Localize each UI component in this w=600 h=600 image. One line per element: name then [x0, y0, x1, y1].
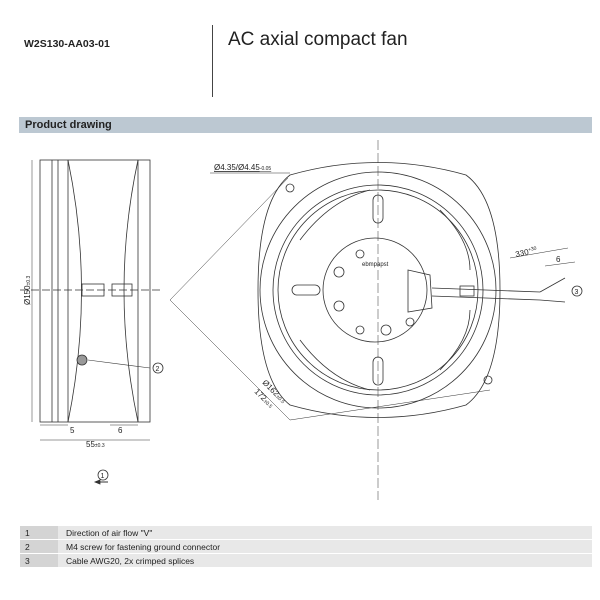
dim-hole-tol: -0.05: [260, 166, 272, 172]
svg-text:Ø4.35/Ø4.45-0.05: Ø4.35/Ø4.45-0.05: [214, 163, 271, 172]
legend-num: 2: [20, 540, 58, 553]
side-view: [20, 159, 160, 485]
model-number: W2S130-AA03-01: [24, 38, 110, 50]
dim-cable-length-tol: +30: [528, 246, 538, 254]
dim-hole: Ø4.35/Ø4.45: [214, 163, 260, 172]
dim-depth-tol: ±0.3: [95, 443, 105, 449]
legend-text: M4 screw for fastening ground connector: [58, 540, 592, 553]
dim-diag-circle-tol: ±0.5: [274, 394, 285, 405]
product-drawing: Ø150±0.3 5 6 55±0.3 1 2 Ø4.35/Ø4: [20, 140, 583, 500]
callout-1: 1: [101, 473, 105, 480]
callout-2: 2: [156, 366, 160, 373]
dim-strip: 6: [556, 255, 561, 264]
section-header: Product drawing: [19, 117, 592, 133]
front-view: [169, 140, 576, 500]
legend-text: Direction of air flow "V": [58, 526, 592, 539]
svg-text:Ø150±0.3: Ø150±0.3: [23, 276, 32, 305]
legend-num: 1: [20, 526, 58, 539]
page-title: AC axial compact fan: [228, 29, 408, 50]
brand-label: ebmpapst: [362, 262, 389, 268]
svg-text:330+30: 330+30: [515, 246, 538, 259]
callout-3: 3: [575, 289, 579, 296]
dim-height: Ø150: [23, 285, 32, 305]
dim-diag-square-tol: ±0.5: [262, 399, 273, 410]
legend-num: 3: [20, 554, 58, 567]
svg-text:55±0.3: 55±0.3: [86, 440, 105, 449]
dim-depth: 55: [86, 440, 95, 449]
header-divider: [212, 25, 213, 97]
dim-right: 6: [118, 426, 123, 435]
dim-height-tol: ±0.3: [26, 276, 32, 286]
dim-cable-length: 330: [515, 247, 530, 259]
legend-text: Cable AWG20, 2x crimped splices: [58, 554, 592, 567]
dim-left: 5: [70, 426, 75, 435]
